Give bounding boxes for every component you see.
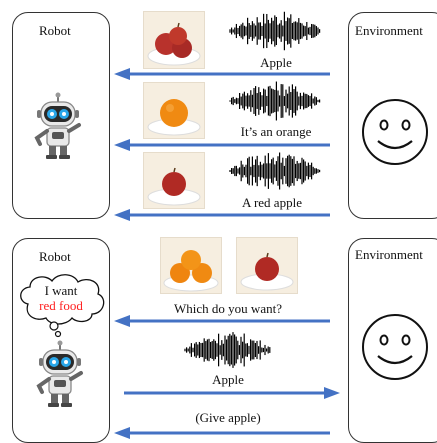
bottom-robot-icon <box>36 340 83 407</box>
bottom-robot-panel: Robot <box>12 238 110 443</box>
thought-text-line1: I want <box>44 283 78 298</box>
top-robot-icon <box>34 92 81 159</box>
audio-waveform-4 <box>184 332 271 368</box>
audio-waveform-3 <box>229 152 321 190</box>
top-environment-title: Environment <box>355 23 423 38</box>
caption-question: Which do you want? <box>174 301 282 316</box>
caption-apple: Apple <box>260 55 292 70</box>
oranges-photo <box>160 237 222 294</box>
arrow-env-to-robot-3 <box>114 209 330 221</box>
red-apple-photo <box>143 152 205 209</box>
arrow-env-to-robot-action <box>114 427 330 439</box>
arrow-robot-to-env-answer <box>124 387 340 399</box>
thought-text-line2: red food <box>39 298 83 313</box>
bottom-smiley-face-icon <box>362 314 428 380</box>
apple-choice-photo <box>236 237 298 294</box>
caption-action: (Give apple) <box>195 410 261 425</box>
arrow-env-to-robot-1 <box>114 68 330 80</box>
top-robot-title: Robot <box>39 23 71 38</box>
caption-orange: It’s an orange <box>240 124 312 139</box>
bottom-robot-title: Robot <box>39 249 71 264</box>
apples-photo <box>143 11 205 69</box>
arrow-env-to-robot-2 <box>114 139 330 151</box>
caption-answer: Apple <box>212 372 244 387</box>
audio-waveform-2 <box>229 81 321 121</box>
orange-photo <box>143 82 205 139</box>
arrow-env-to-robot-question <box>114 315 330 327</box>
audio-waveform-1 <box>229 11 321 51</box>
caption-red-apple: A red apple <box>242 195 302 210</box>
top-smiley-face-icon <box>362 99 428 165</box>
thought-cloud <box>20 274 105 338</box>
bottom-environment-title: Environment <box>355 247 423 262</box>
